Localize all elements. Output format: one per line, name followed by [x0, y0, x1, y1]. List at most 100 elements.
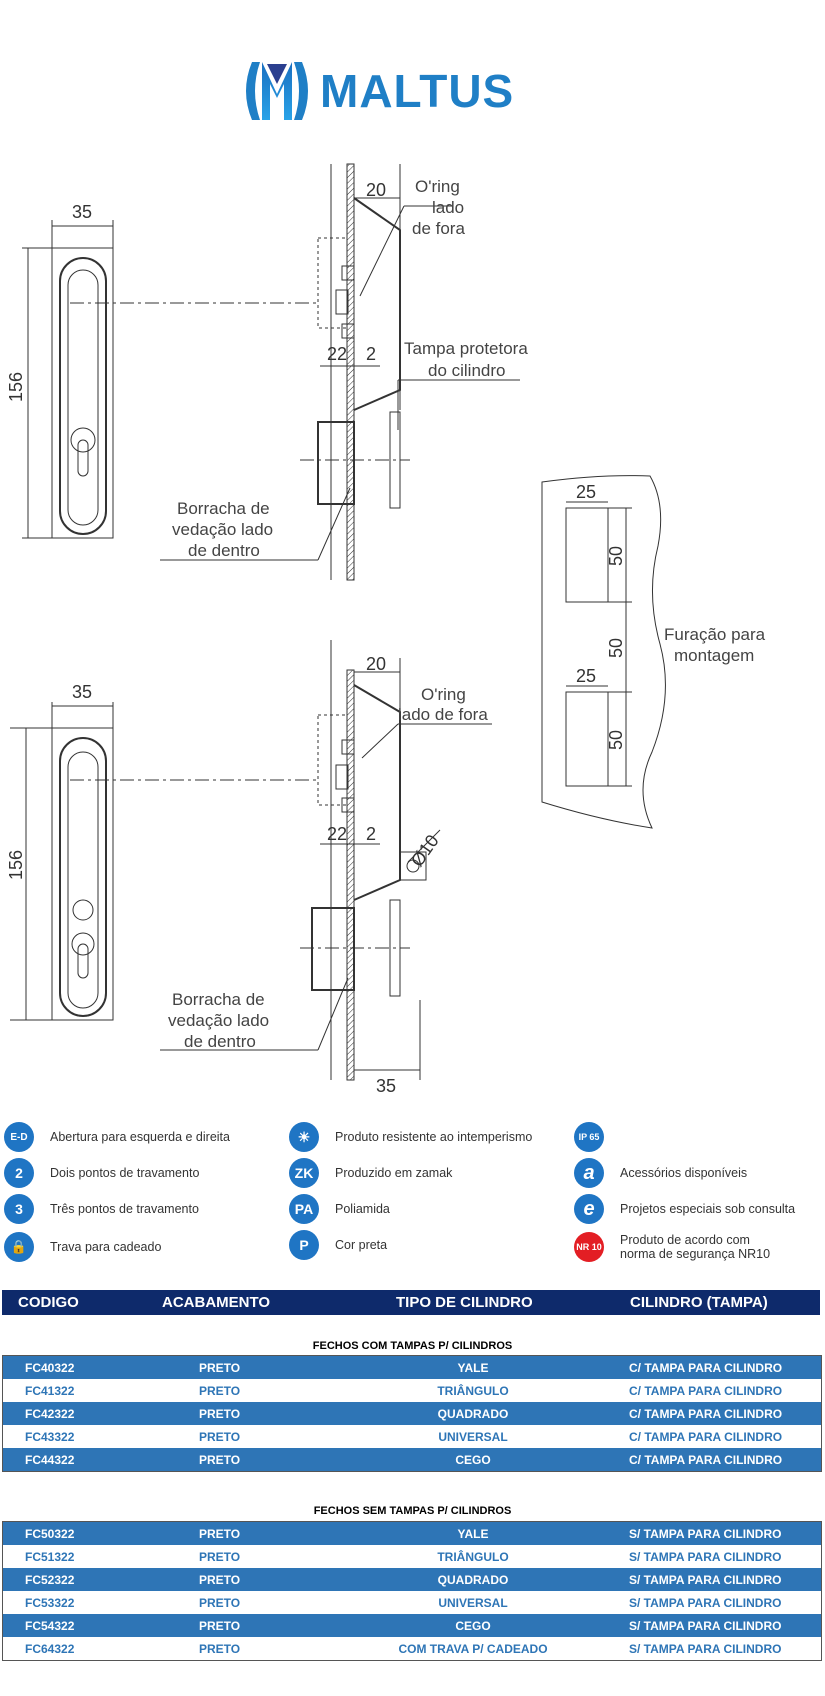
legend-text: Produzido em zamak: [335, 1166, 453, 1180]
bottom-side-view: 20 22 2 Ø10 35 O'ring lado de fora Borra…: [160, 640, 492, 1096]
cell-tipo: CEGO: [455, 1619, 491, 1633]
cell-tipo: TRIÂNGULO: [437, 1384, 509, 1398]
legend-text: Projetos especiais sob consulta: [620, 1202, 796, 1216]
cell-tampa: S/ TAMPA PARA CILINDRO: [629, 1573, 782, 1587]
top-tampa-label-1: Tampa protetora: [404, 339, 528, 358]
legend-text: Poliamida: [335, 1202, 390, 1216]
cell-tampa: S/ TAMPA PARA CILINDRO: [629, 1550, 782, 1564]
legend-item: a Acessórios disponíveis: [574, 1158, 747, 1188]
cell-acabamento: PRETO: [199, 1619, 241, 1633]
bottom-borracha-label-3: de dentro: [184, 1032, 256, 1051]
cell-tipo: COM TRAVA P/ CADEADO: [398, 1642, 548, 1656]
bottom-dim-phi: Ø10: [407, 831, 443, 870]
legend-item: P Cor preta: [289, 1230, 387, 1260]
special-projects-icon: e: [574, 1194, 604, 1224]
cell-codigo: FC64322: [25, 1642, 75, 1656]
bottom-height-dim: 156: [6, 850, 26, 880]
legend-item: IP 65: [574, 1122, 620, 1152]
cell-acabamento: PRETO: [199, 1596, 241, 1610]
cell-acabamento: PRETO: [199, 1550, 241, 1564]
top-dim-2: 2: [366, 344, 376, 364]
top-oring-label-1: O'ring: [415, 177, 460, 196]
legend-item: E-D Abertura para esquerda e direita: [4, 1122, 230, 1152]
cell-codigo: FC51322: [25, 1550, 75, 1564]
legend-item: ZK Produzido em zamak: [289, 1158, 452, 1188]
technical-drawing: 35 156 20 22 2 O'ring lado de fo: [6, 163, 766, 1096]
bottom-width-dim: 35: [72, 682, 92, 702]
top-side-view: 20 22 2 O'ring lado de fora Tampa protet…: [160, 163, 528, 581]
legend-item: PA Poliamida: [289, 1194, 390, 1224]
table-header: CODIGO ACABAMENTO TIPO DE CILINDRO CILIN…: [2, 1290, 820, 1315]
cell-codigo: FC43322: [25, 1430, 75, 1444]
cell-tampa: C/ TAMPA PARA CILINDRO: [629, 1430, 783, 1444]
weather-resistant-icon: ☀: [289, 1122, 319, 1152]
cell-codigo: FC44322: [25, 1453, 75, 1467]
bottom-dim-20: 20: [366, 654, 386, 674]
three-points-icon: 3: [4, 1194, 34, 1224]
brand-name: MALTUS: [320, 65, 515, 117]
cell-tipo: QUADRADO: [437, 1573, 509, 1587]
cell-tampa: S/ TAMPA PARA CILINDRO: [629, 1642, 782, 1656]
cell-codigo: FC50322: [25, 1527, 75, 1541]
bottom-oring-label-2: lado de fora: [398, 705, 488, 724]
cell-tampa: C/ TAMPA PARA CILINDRO: [629, 1361, 783, 1375]
top-height-dim: 156: [6, 372, 26, 402]
cell-tipo: YALE: [457, 1361, 489, 1375]
section-title-sem-tampas: FECHOS SEM TAMPAS P/ CILINDROS: [313, 1505, 512, 1517]
legend-item: ☀ Produto resistente ao intemperismo: [289, 1122, 532, 1152]
furacao-label-2: montagem: [674, 646, 754, 665]
cell-acabamento: PRETO: [199, 1453, 241, 1467]
header-acabamento: ACABAMENTO: [162, 1294, 271, 1311]
top-oring-label-3: de fora: [412, 219, 465, 238]
cell-codigo: FC41322: [25, 1384, 75, 1398]
table-row: FC43322 PRETO UNIVERSAL C/ TAMPA PARA CILIN…: [3, 1425, 821, 1448]
cell-codigo: FC53322: [25, 1596, 75, 1610]
legend-text: Acessórios disponíveis: [620, 1166, 748, 1180]
top-tampa-label-2: do cilindro: [428, 361, 506, 380]
nr10-icon: NR 10: [574, 1232, 604, 1262]
cell-tipo: UNIVERSAL: [438, 1596, 508, 1610]
mounting-holes-view: 25 25 50 50 50 Furação para montagem: [541, 475, 766, 829]
furacao-dim-25-top: 25: [576, 482, 596, 502]
left-right-opening-icon: E-D: [4, 1122, 34, 1152]
legend-text: Dois pontos de travamento: [50, 1166, 200, 1180]
cell-codigo: FC42322: [25, 1407, 75, 1421]
brand-logo: MALTUS: [240, 54, 550, 130]
legend-text: Produto resistente ao intemperismo: [335, 1130, 533, 1144]
cell-tipo: UNIVERSAL: [438, 1430, 508, 1444]
legend-item: NR 10 Produto de acordo com norma de seg…: [574, 1232, 770, 1262]
top-borracha-label-1: Borracha de: [177, 499, 270, 518]
top-oring-label-2: lado: [432, 198, 464, 217]
legend-text: Produto de acordo com norma de segurança…: [620, 1233, 771, 1261]
feature-legend: E-D Abertura para esquerda e direita 2 D…: [0, 1122, 825, 1280]
section-title-com-tampas: FECHOS COM TAMPAS P/ CILINDROS: [312, 1340, 513, 1352]
accessories-icon: a: [574, 1158, 604, 1188]
cell-acabamento: PRETO: [199, 1573, 241, 1587]
cell-acabamento: PRETO: [199, 1642, 241, 1656]
cell-tipo: YALE: [457, 1527, 489, 1541]
top-borracha-label-3: de dentro: [188, 541, 260, 560]
top-front-view: 35 156: [6, 202, 318, 539]
bottom-borracha-label-1: Borracha de: [172, 990, 265, 1009]
cell-tampa: S/ TAMPA PARA CILINDRO: [629, 1619, 782, 1633]
ip65-icon: IP 65: [574, 1122, 604, 1152]
legend-text: Três pontos de travamento: [50, 1202, 199, 1216]
cell-acabamento: PRETO: [199, 1407, 241, 1421]
two-points-icon: 2: [4, 1158, 34, 1188]
cell-acabamento: PRETO: [199, 1430, 241, 1444]
top-borracha-label-2: vedação lado: [172, 520, 273, 539]
cell-acabamento: PRETO: [199, 1384, 241, 1398]
cell-tampa: S/ TAMPA PARA CILINDRO: [629, 1527, 782, 1541]
legend-text: Trava para cadeado: [50, 1240, 162, 1254]
legend-item: 🔒 Trava para cadeado: [4, 1232, 161, 1262]
bottom-dim-22: 22: [327, 824, 347, 844]
legend-item: e Projetos especiais sob consulta: [574, 1194, 795, 1224]
